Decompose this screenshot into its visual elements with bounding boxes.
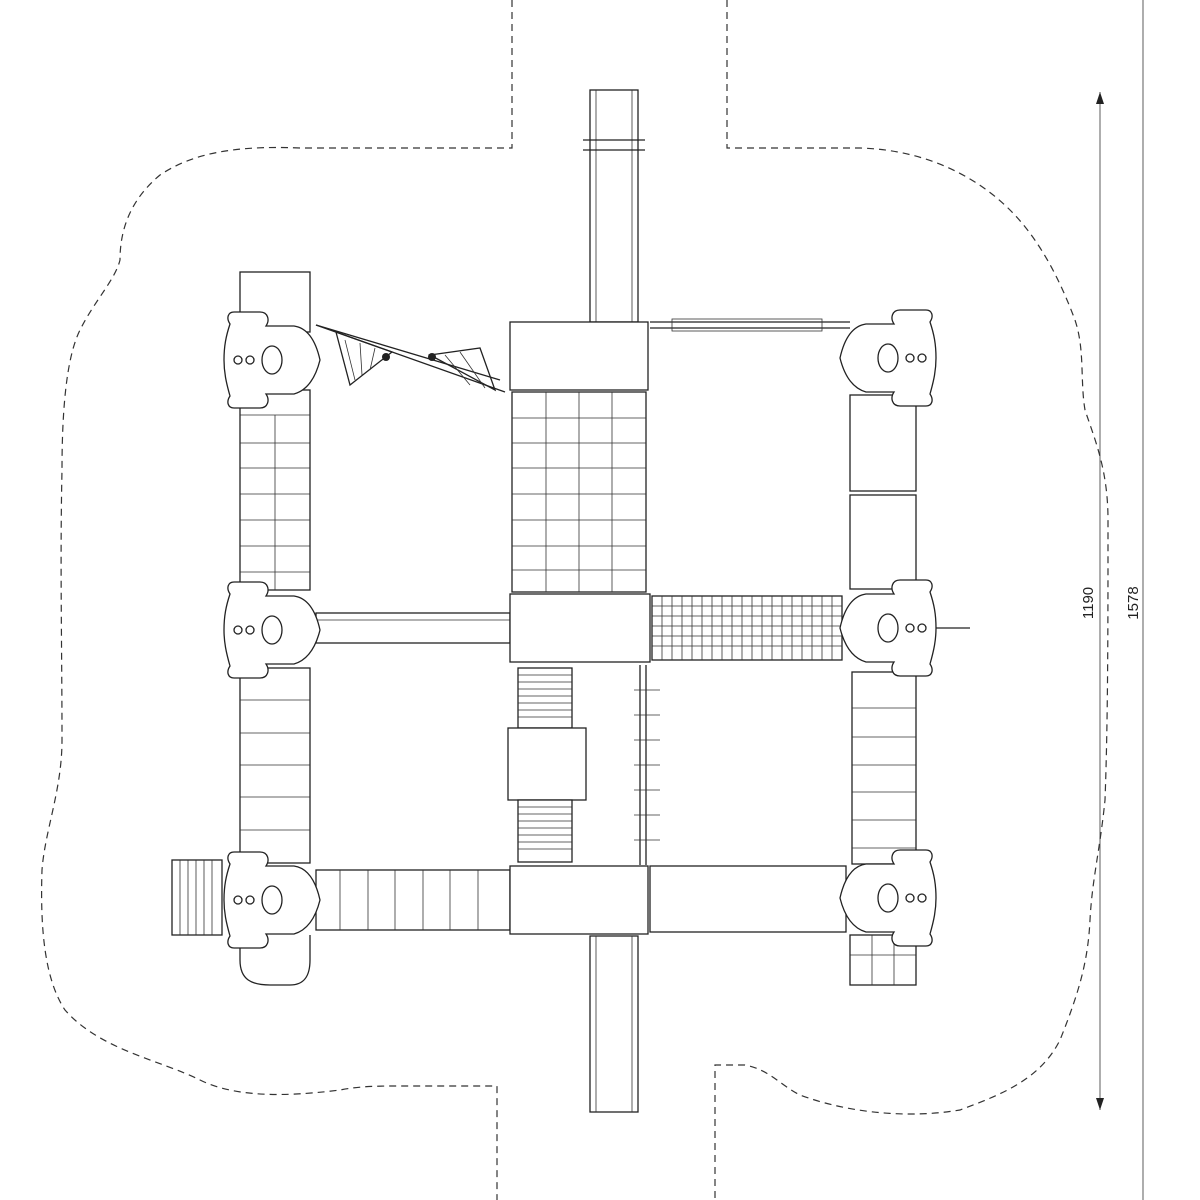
right-upper-frame: [849, 394, 917, 590]
tower-middle-right: [839, 579, 937, 677]
dimension-label-outer: 1578: [1125, 586, 1142, 619]
left-lower-ladder: [239, 667, 311, 864]
bottom-ramp: [589, 935, 639, 1113]
central-climbing-grid: [511, 391, 647, 593]
safety-zone-boundary-right: [714, 0, 1109, 1200]
top-left-climbing-net: [315, 324, 506, 393]
central-top-platform: [509, 321, 649, 391]
tower-middle-left: [223, 581, 321, 679]
safety-zone-boundary: [41, 0, 513, 1200]
tower-top-left: [223, 311, 321, 409]
central-lower-stairs: [507, 667, 587, 863]
top-ramp: [583, 89, 645, 323]
tower-bottom-right: [839, 849, 937, 947]
left-upper-climbing-grid: [239, 389, 311, 591]
bottom-left-bridge: [315, 869, 511, 931]
right-lower-ladder: [851, 671, 917, 865]
top-right-bridge: [650, 318, 850, 332]
central-middle-platform: [509, 593, 651, 663]
bottom-left-loop: [239, 935, 311, 986]
central-net-bridge: [651, 595, 843, 661]
tower-bottom-left: [223, 851, 321, 949]
left-middle-bridge: [315, 612, 511, 644]
central-lower-rungs: [634, 665, 660, 865]
dimension-label-inner: 1190: [1080, 587, 1097, 619]
bottom-central-platform: [509, 865, 649, 935]
dimension-1190: 1190: [1080, 92, 1104, 1110]
bottom-right-bridge: [649, 865, 847, 933]
dimension-1578: 1578: [1125, 0, 1144, 1200]
bottom-left-steps: [171, 859, 223, 936]
tower-top-right: [839, 309, 937, 407]
